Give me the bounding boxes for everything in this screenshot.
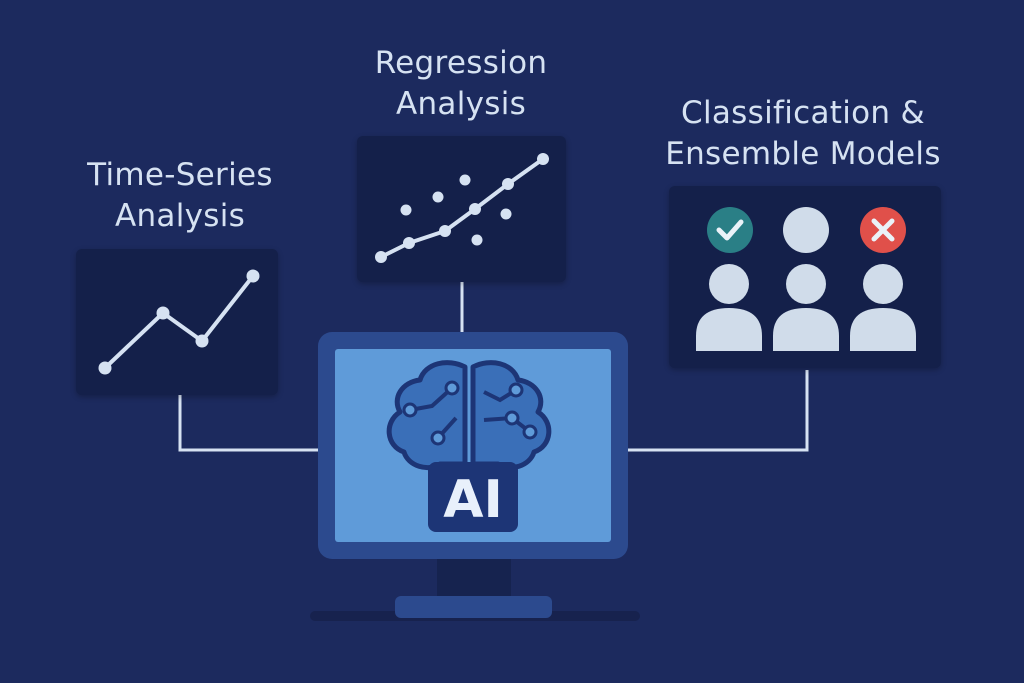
brain-circuit-icon	[386, 360, 552, 470]
person-icon	[773, 264, 839, 351]
scatter-plot-icon	[375, 153, 549, 263]
classification-icons	[696, 207, 916, 351]
classification-panel	[669, 186, 941, 368]
classification-title-line2: Ensemble Models	[665, 136, 941, 172]
time-series-panel	[76, 249, 278, 395]
regression-label: Regression Analysis	[350, 43, 572, 125]
line-chart-icon	[98, 269, 260, 375]
time-series-label: Time-Series Analysis	[70, 155, 290, 237]
connector-classification	[628, 370, 809, 452]
regression-panel	[357, 136, 566, 282]
person-icon	[696, 264, 762, 351]
connector-time-series	[178, 395, 318, 452]
monitor-stand	[437, 553, 511, 597]
person-icon	[850, 264, 916, 351]
ai-badge	[428, 462, 518, 532]
monitor-base	[395, 596, 552, 618]
classification-title-line1: Classification &	[681, 95, 925, 131]
ai-badge-text: AI	[443, 470, 503, 530]
regression-title-line2: Analysis	[395, 86, 527, 122]
time-series-title-line1: Time-Series	[87, 157, 273, 193]
regression-title-line1: Regression	[374, 45, 548, 81]
cross-icon	[860, 207, 906, 253]
check-icon	[707, 207, 753, 253]
time-series-title-line2: Analysis	[114, 198, 246, 234]
classification-label: Classification & Ensemble Models	[655, 93, 951, 175]
neutral-head-icon	[783, 207, 829, 253]
